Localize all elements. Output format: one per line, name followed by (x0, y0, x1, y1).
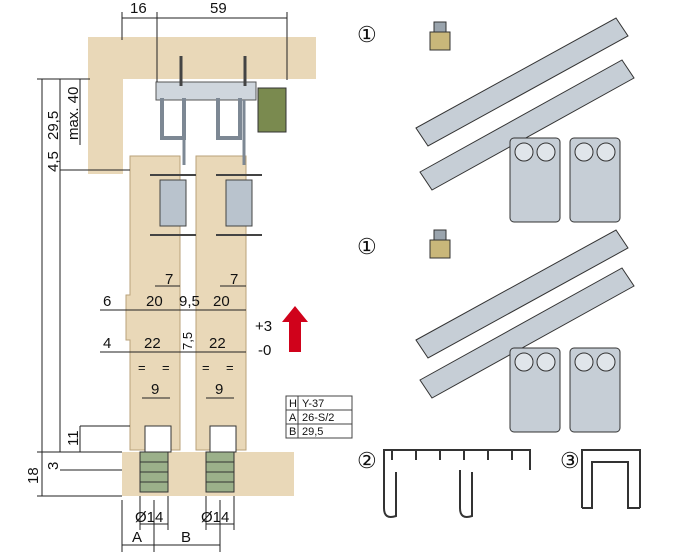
dim-row1-left: 6 (103, 293, 111, 310)
roller-plates-top (509, 137, 621, 223)
spec-key-a: A (289, 412, 297, 424)
bottom-dim-lines (121, 496, 235, 552)
dim-row2-left: 4 (103, 335, 111, 352)
carrier-rails-top (415, 17, 635, 191)
track-profile (155, 81, 257, 101)
dim-row1-mid: 9,5 (179, 293, 200, 310)
dim-row2-b: 22 (209, 335, 226, 352)
carrier-rails-mid (415, 229, 635, 399)
eq-mark-1: = (138, 360, 146, 375)
bracket-left (159, 179, 187, 227)
up-arrow-icon (282, 306, 308, 352)
dim-29-5: 29,5 (45, 111, 62, 140)
guide-left (139, 451, 169, 493)
dim-gap-left-7: 7 (165, 271, 173, 288)
dim-3: 3 (45, 462, 62, 470)
callout-1-mid: ① (357, 234, 377, 259)
roller-plates-mid (509, 347, 621, 433)
bottom-guide-profile (581, 449, 641, 509)
stopper-part-mid (429, 229, 451, 259)
spec-key-b: B (289, 426, 296, 438)
guide-slot-left (144, 425, 172, 453)
eq-mark-2: = (162, 360, 170, 375)
eq-mark-3: = (202, 360, 210, 375)
adjust-minus: -0 (258, 342, 271, 359)
dim-label-a: A (132, 529, 142, 546)
spec-val-a: 26-S/2 (302, 412, 334, 424)
stopper-part-top (429, 21, 451, 51)
dim-11: 11 (65, 430, 82, 446)
door-dim-lines (100, 285, 246, 399)
spec-table: H Y-37 A 26-S/2 B 29,5 (285, 395, 353, 439)
dim-max-40: max. 40 (65, 87, 82, 140)
dim-guide-b: 9 (215, 381, 223, 398)
dim-dia-a: Ø14 (135, 509, 163, 526)
dim-row2-mid: 7,5 (180, 332, 195, 350)
dim-18: 18 (25, 467, 42, 484)
track-profile-part (383, 449, 531, 518)
bracket-right (225, 179, 253, 227)
spec-key-h: H (289, 398, 297, 410)
dim-guide-a: 9 (151, 381, 159, 398)
dim-row2-a: 22 (144, 335, 161, 352)
vertical-dim-lines (37, 78, 130, 497)
top-dim-lines (121, 12, 288, 82)
callout-1-top: ① (357, 22, 377, 47)
ceiling-board (88, 37, 316, 79)
spec-val-h: Y-37 (302, 398, 324, 410)
stopper-block (257, 87, 287, 133)
dim-row1-a: 20 (146, 293, 163, 310)
carrier-right (216, 98, 242, 140)
dim-top-59: 59 (210, 0, 227, 17)
guide-slot-right (209, 425, 237, 453)
guide-right (205, 451, 235, 493)
callout-2: ② (357, 448, 377, 473)
dim-label-b: B (181, 529, 191, 546)
dim-row1-b: 20 (213, 293, 230, 310)
dim-gap-right-7: 7 (230, 271, 238, 288)
door-left (125, 155, 181, 451)
carrier-left (160, 98, 186, 140)
dim-dia-b: Ø14 (201, 509, 229, 526)
spec-val-b: 29,5 (302, 426, 323, 438)
adjust-plus: +3 (255, 318, 272, 335)
dim-4-5: 4,5 (45, 151, 62, 172)
eq-mark-4: = (226, 360, 234, 375)
dim-top-16: 16 (130, 0, 147, 17)
callout-3: ③ (560, 448, 580, 473)
ceiling-side (88, 37, 123, 174)
